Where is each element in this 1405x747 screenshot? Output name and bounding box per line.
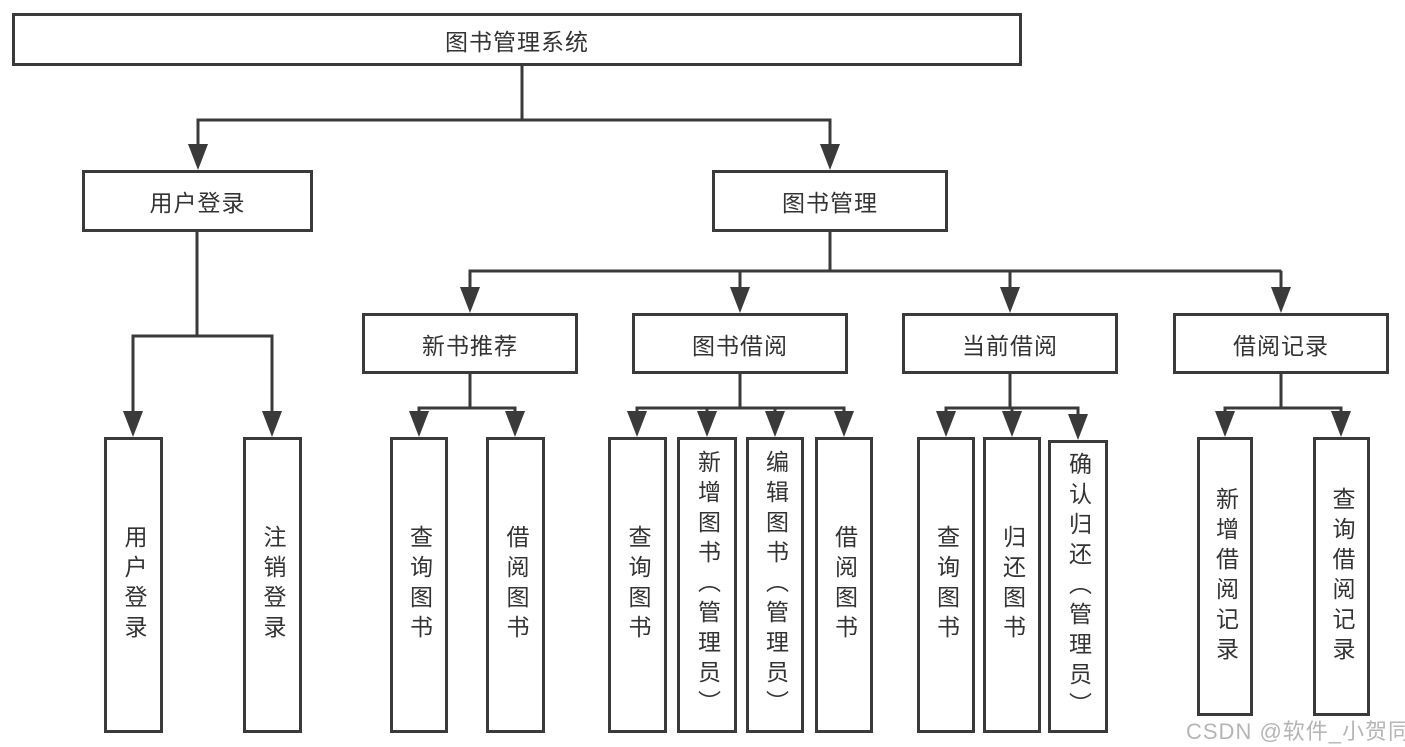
- node-root-system: 图书管理系统: [12, 13, 1022, 66]
- node-label: 用户登录: [149, 190, 246, 216]
- leaf-edit-books-admin: 编辑图书（管理员）: [746, 437, 804, 733]
- arrowhead: [1215, 411, 1235, 437]
- node-new-book-recommend: 新书推荐: [362, 313, 578, 374]
- node-label: 借阅记录: [1233, 332, 1329, 359]
- arrowhead: [820, 144, 840, 170]
- leaf-user-login: 用户登录: [104, 437, 163, 733]
- leaf-query-books-current: 查询图书: [917, 437, 975, 733]
- leaf-label: 查询图书: [933, 525, 960, 645]
- arrowhead: [123, 411, 143, 437]
- leaf-return-books: 归还图书: [983, 437, 1041, 733]
- leaf-logout: 注销登录: [243, 437, 302, 733]
- arrowhead: [1068, 414, 1088, 440]
- node-current-borrow: 当前借阅: [902, 313, 1118, 374]
- node-book-borrow: 图书借阅: [632, 313, 848, 374]
- arrowhead: [697, 411, 717, 437]
- arrowhead: [936, 411, 956, 437]
- node-label: 图书借阅: [692, 332, 788, 359]
- leaf-query-books-borrow: 查询图书: [608, 437, 667, 733]
- leaf-label: 查询图书: [625, 525, 651, 645]
- leaf-label: 编辑图书（管理员）: [762, 450, 789, 720]
- node-label: 当前借阅: [962, 332, 1058, 359]
- leaf-query-books-recommend: 查询图书: [390, 437, 448, 733]
- leaf-label: 新增图书（管理员）: [694, 450, 721, 720]
- arrowhead: [460, 287, 480, 313]
- node-label: 图书管理: [782, 190, 878, 216]
- leaf-borrow-books-recommend: 借阅图书: [486, 437, 545, 733]
- arrowhead: [262, 411, 282, 437]
- leaf-label: 新增借阅记录: [1212, 486, 1239, 667]
- arrowhead: [188, 144, 208, 170]
- arrowhead: [1331, 411, 1351, 437]
- csdn-watermark: CSDN @软件_小贺同学: [1186, 719, 1405, 744]
- leaf-label: 查询借阅记录: [1329, 486, 1355, 667]
- leaf-label: 查询图书: [406, 525, 433, 645]
- arrowhead: [627, 411, 647, 437]
- node-label: 新书推荐: [422, 332, 518, 359]
- arrowhead: [834, 411, 854, 437]
- leaf-label: 归还图书: [999, 525, 1026, 645]
- node-book-management: 图书管理: [712, 170, 948, 232]
- arrowhead: [1271, 287, 1291, 313]
- leaf-query-borrow-record: 查询借阅记录: [1313, 437, 1370, 716]
- arrowhead: [409, 411, 429, 437]
- arrowhead: [1002, 411, 1022, 437]
- leaf-label: 确认归还（管理员）: [1065, 451, 1092, 722]
- arrowhead: [730, 287, 750, 313]
- leaf-label: 注销登录: [260, 525, 286, 645]
- leaf-label: 借阅图书: [503, 525, 529, 645]
- node-user-login: 用户登录: [82, 170, 313, 232]
- arrowhead: [505, 411, 525, 437]
- leaf-label: 用户登录: [121, 525, 147, 645]
- node-borrow-records: 借阅记录: [1173, 313, 1389, 374]
- arrowhead: [1000, 287, 1020, 313]
- leaf-confirm-return-admin: 确认归还（管理员）: [1048, 440, 1108, 733]
- leaf-label: 借阅图书: [831, 525, 858, 645]
- leaf-borrow-books-borrow: 借阅图书: [815, 437, 873, 733]
- arrowhead: [765, 411, 785, 437]
- leaf-add-books-admin: 新增图书（管理员）: [677, 437, 737, 733]
- leaf-add-borrow-record: 新增借阅记录: [1197, 437, 1253, 716]
- node-label: 图书管理系统: [445, 28, 589, 55]
